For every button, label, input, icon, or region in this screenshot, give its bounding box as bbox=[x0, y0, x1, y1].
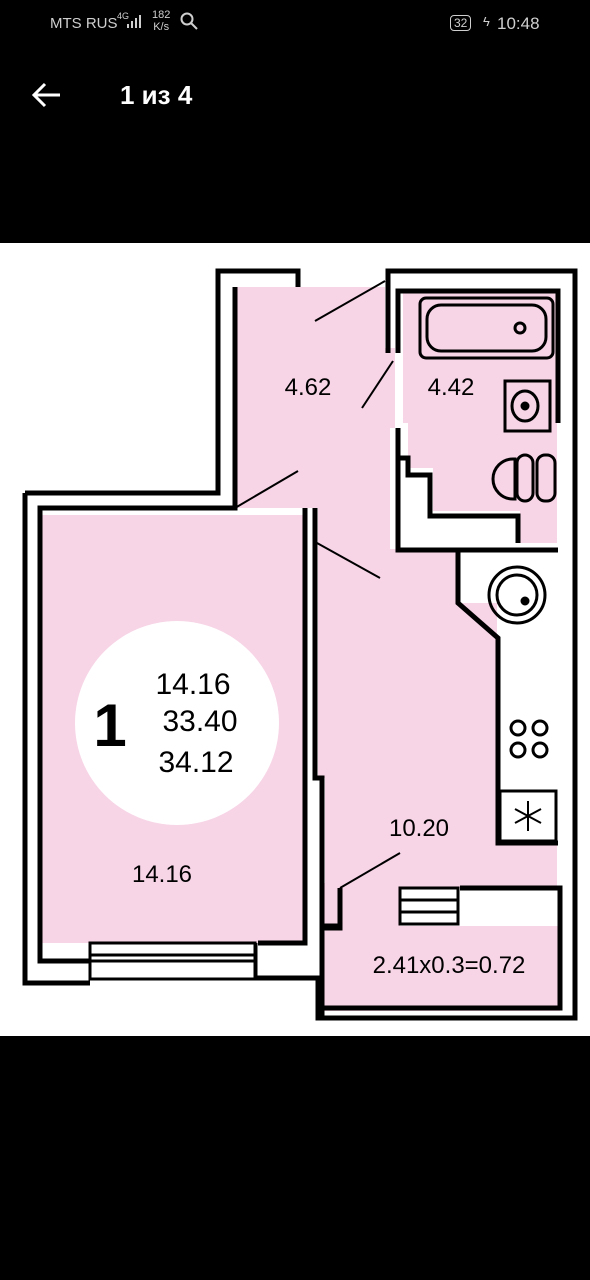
fridge-icon bbox=[498, 789, 558, 843]
bathtub-icon bbox=[418, 296, 555, 360]
sink-icon bbox=[503, 379, 552, 433]
total-area: 33.40 bbox=[162, 705, 237, 738]
stove-icon bbox=[509, 719, 549, 759]
walls bbox=[22, 268, 578, 1021]
carrier-name: MTS RUS bbox=[50, 15, 118, 32]
fixtures bbox=[88, 296, 558, 981]
back-arrow-icon[interactable] bbox=[30, 78, 64, 112]
floor-plan: 1 14.16 33.40 34.12 4.62 4.42 10.20 14.1… bbox=[22, 268, 578, 1021]
rooms-count: 1 bbox=[93, 692, 126, 759]
kitchen-sink-icon bbox=[487, 565, 547, 625]
snowflake-icon bbox=[514, 801, 542, 831]
bathroom-area: 4.42 bbox=[428, 374, 475, 401]
radiator bbox=[398, 886, 460, 926]
floor-plan-image: 1 14.16 33.40 34.12 4.62 4.42 10.20 14.1… bbox=[0, 243, 590, 1036]
battery-level: 32 bbox=[450, 15, 472, 31]
kitchen-area: 10.20 bbox=[389, 815, 449, 842]
balcony-area: 2.41x0.3=0.72 bbox=[373, 952, 526, 979]
clock: 10:48 bbox=[497, 14, 540, 33]
search-icon bbox=[180, 12, 198, 30]
total-area-with-balcony: 34.12 bbox=[158, 746, 233, 779]
toilet-icon bbox=[491, 457, 517, 501]
speed-unit: K/s bbox=[153, 21, 170, 33]
charging-icon: ϟ bbox=[483, 14, 490, 29]
living-area: 14.16 bbox=[155, 668, 230, 701]
speed-value: 182 bbox=[152, 9, 171, 21]
area-badge bbox=[75, 621, 279, 825]
corridor-area: 4.62 bbox=[285, 374, 332, 401]
room-area: 14.16 bbox=[132, 861, 192, 888]
signal-icon bbox=[127, 15, 141, 28]
door-swings bbox=[234, 280, 401, 889]
image-counter: 1 из 4 bbox=[120, 80, 193, 110]
network-type: 4G bbox=[117, 11, 130, 21]
viewer-toolbar: 1 из 4 bbox=[0, 48, 590, 138]
status-bar: MTS RUS 4G 182 K/s 32 ϟ 10:48 bbox=[0, 0, 590, 48]
network-speed: 182 K/s bbox=[152, 9, 170, 33]
